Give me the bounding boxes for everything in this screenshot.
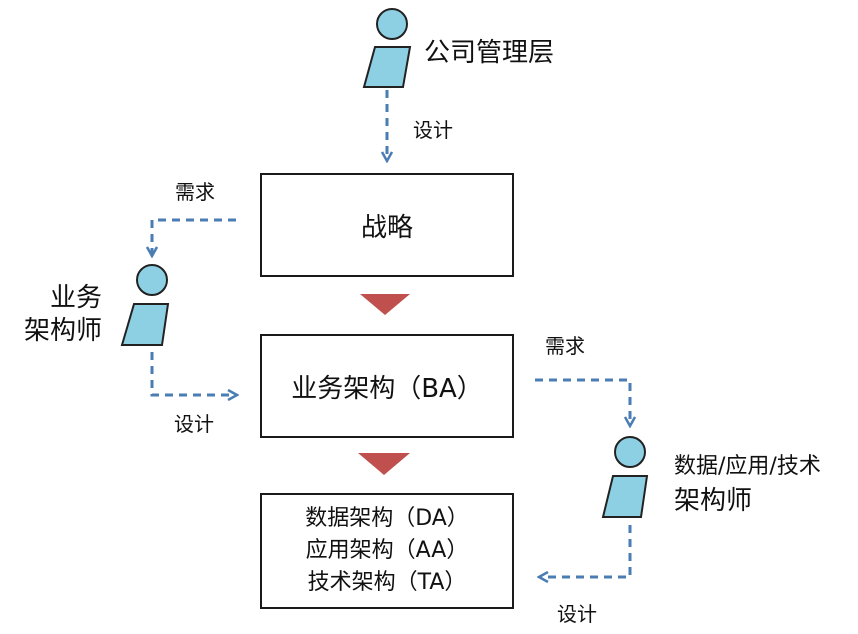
design-label-left: 设计 [174, 412, 214, 436]
business-architect-actor-icon [120, 264, 170, 346]
design-arrow-left [150, 352, 236, 395]
down-triangle-2 [358, 453, 410, 475]
demand-arrow-left [152, 218, 236, 255]
tech-architect-label-line1: 数据/应用/技术 [674, 454, 821, 479]
management-label: 公司管理层 [424, 38, 555, 68]
strategy-label: 战略 [360, 212, 413, 243]
it-architecture-box: 数据架构（DA） 应用架构（AA） 技术架构（TA） [260, 493, 514, 609]
business-architect-label-line2: 架构师 [24, 316, 103, 346]
design-label-top: 设计 [413, 118, 453, 142]
design-label-right: 设计 [557, 602, 597, 626]
technology-architecture-label: 技术架构（TA） [307, 569, 467, 595]
business-architecture-label: 业务架构（BA） [291, 373, 483, 404]
down-triangle-1 [360, 294, 410, 315]
strategy-box: 战略 [260, 173, 514, 277]
tech-architect-label-line2: 架构师 [674, 486, 753, 516]
tech-architect-actor-icon [601, 436, 649, 518]
application-architecture-label: 应用架构（AA） [305, 538, 469, 564]
business-architect-label-line1: 业务 [50, 283, 103, 313]
design-arrow-right [540, 525, 632, 577]
management-actor-icon [362, 8, 412, 88]
data-architecture-label: 数据架构（DA） [305, 506, 469, 532]
demand-arrow-right [535, 378, 630, 425]
demand-label-right: 需求 [545, 334, 585, 358]
demand-label-left: 需求 [175, 180, 215, 204]
business-architecture-box: 业务架构（BA） [260, 334, 514, 438]
